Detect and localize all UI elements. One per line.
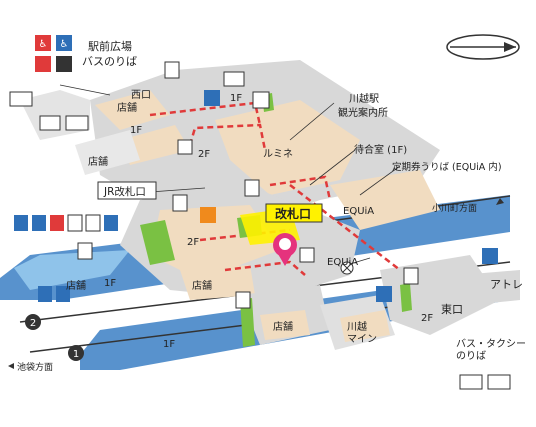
label-equia-mid: EQUiA bbox=[343, 206, 374, 217]
escalator-icon-3 bbox=[235, 291, 251, 309]
label-equia-low: EQUiA bbox=[327, 257, 358, 268]
label-shop-nw: 店舗 bbox=[117, 101, 137, 114]
track-number-2: 2 bbox=[30, 318, 36, 329]
label-teikiken: 定期券うりば (EQUiA 内) bbox=[392, 161, 502, 173]
label-1f-bottom: 1F bbox=[163, 339, 175, 350]
label-nishiguchi: 西口 bbox=[131, 90, 151, 101]
bus-icon-4 bbox=[459, 374, 483, 390]
elevator-icon-4 bbox=[77, 242, 93, 260]
callout-lines bbox=[59, 84, 401, 265]
wheelchair-icon bbox=[56, 35, 72, 51]
label-kawagoe-main: 川越マイン bbox=[347, 320, 377, 345]
label-kanko-annai: 観光案内所 bbox=[338, 106, 388, 119]
wheelchair-icon-7 bbox=[482, 248, 498, 264]
bus-icon-2 bbox=[65, 115, 89, 131]
toilet-icon bbox=[35, 35, 51, 51]
bus-icon-3 bbox=[223, 71, 245, 87]
toilet-icon-2 bbox=[14, 215, 28, 231]
taxi-icon-2 bbox=[487, 374, 511, 390]
elevator-icon bbox=[164, 61, 180, 79]
wheelchair-icon-5 bbox=[56, 286, 70, 302]
label-2f-east: 2F bbox=[421, 313, 433, 324]
elevator-icon-2 bbox=[177, 139, 193, 155]
label-2f-mid: 2F bbox=[187, 237, 199, 248]
label-shop-left-low: 店舗 bbox=[66, 279, 86, 292]
label-shop-mid: 店舗 bbox=[192, 279, 212, 292]
label-atre: アトレ bbox=[490, 278, 523, 291]
label-lumine: ルミネ bbox=[263, 148, 293, 160]
compass-icon bbox=[446, 34, 520, 60]
wheelchair-icon-6 bbox=[376, 286, 392, 302]
taxi-icon bbox=[39, 115, 61, 131]
kaisatsuguchi-box bbox=[265, 203, 323, 223]
ostomate-icon-2 bbox=[67, 214, 83, 232]
escalator-icon-2 bbox=[244, 179, 260, 197]
escalator-icon-4 bbox=[403, 267, 419, 285]
coin-locker-icon-2 bbox=[299, 247, 315, 263]
track-badge-1 bbox=[68, 345, 84, 361]
label-2f-top: 2F bbox=[198, 149, 210, 160]
svg-text:♿: ♿ bbox=[60, 39, 69, 50]
elevator-icon-3 bbox=[172, 194, 188, 212]
wheelchair-icon-3 bbox=[32, 215, 46, 231]
ostomate-icon bbox=[56, 56, 72, 72]
upper-concourse bbox=[75, 60, 440, 230]
label-jr-kaisatsu: JR改札口 bbox=[103, 185, 146, 198]
label-shop-left: 店舗 bbox=[88, 155, 108, 168]
label-ekimae-hiroba: 駅前広場 bbox=[88, 39, 132, 53]
label-shop-bottom: 店舗 bbox=[273, 320, 293, 333]
label-1f-nw: 1F bbox=[230, 93, 242, 104]
label-bus-taxi-noriba: バス・タクシーのりば bbox=[456, 338, 526, 362]
baby-room-icon-2 bbox=[50, 215, 64, 231]
label-ogawamachi: 小川町方面 bbox=[432, 202, 477, 214]
coin-locker-icon bbox=[200, 207, 216, 223]
label-kawagoe-station: 川越駅 bbox=[349, 92, 379, 105]
label-kaisatsuguchi: 改札口 bbox=[275, 206, 311, 221]
label-1f-left: 1F bbox=[130, 125, 142, 136]
label-machiaishitsu: 待合室 (1F) bbox=[354, 143, 407, 156]
arrow-ikebukuro bbox=[8, 363, 14, 369]
baby-room-icon bbox=[35, 56, 51, 72]
atre-area bbox=[460, 270, 520, 305]
label-higashiguchi: 東口 bbox=[441, 303, 463, 316]
toilet-icon-3 bbox=[38, 286, 52, 302]
label-ikebukuro: 池袋方面 bbox=[17, 361, 53, 373]
ostomate-icon-3 bbox=[85, 214, 101, 232]
track-badge-2 bbox=[25, 314, 41, 330]
you-are-here-icon bbox=[273, 233, 297, 266]
label-bus-noriba: バスのりば bbox=[82, 55, 137, 68]
track-number-1: 1 bbox=[73, 349, 79, 360]
icons-west: ♿ ♿ bbox=[9, 35, 511, 390]
wheelchair-icon-4 bbox=[104, 215, 118, 231]
bus-icon bbox=[9, 91, 33, 107]
svg-text:♿: ♿ bbox=[39, 39, 48, 50]
arrow-ogawamachi bbox=[496, 198, 504, 205]
label-1f-left-low: 1F bbox=[104, 278, 116, 289]
escalator-icon bbox=[252, 91, 270, 109]
wheelchair-icon-2 bbox=[204, 90, 220, 106]
jr-kaisatsu-box bbox=[97, 181, 157, 200]
